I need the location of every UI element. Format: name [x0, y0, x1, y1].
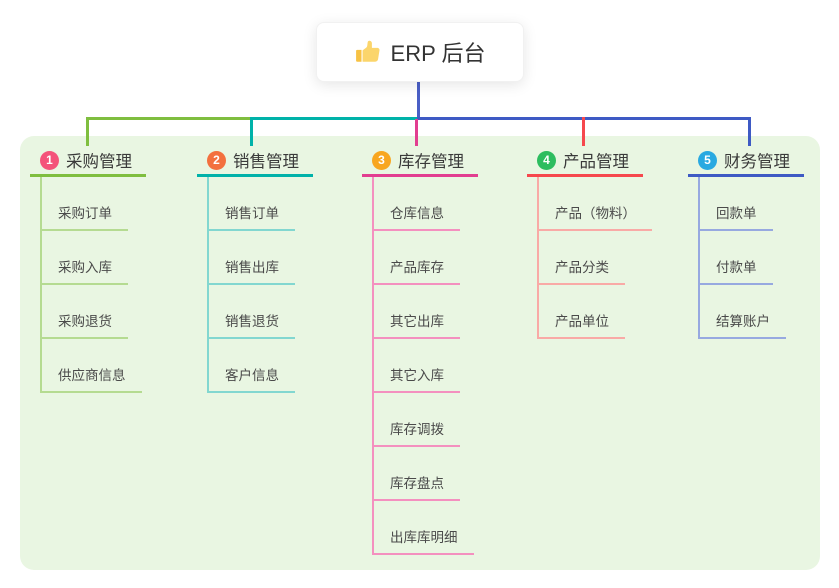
branch-children: 仓库信息 产品库存 其它出库 其它入库 库存调拨 库存盘点 出库库明细: [362, 177, 478, 555]
branch-node-purchase[interactable]: 1 采购管理: [30, 146, 146, 177]
branch-child-connector: [372, 177, 374, 555]
child-node-supplier-info[interactable]: 供应商信息: [30, 339, 146, 393]
child-node-product-unit[interactable]: 产品单位: [527, 285, 643, 339]
child-node-payment-bill[interactable]: 付款单: [688, 231, 804, 285]
child-node-product-category[interactable]: 产品分类: [527, 231, 643, 285]
child-node-purchase-return[interactable]: 采购退货: [30, 285, 146, 339]
child-node-settlement-account[interactable]: 结算账户: [688, 285, 804, 339]
child-node-warehouse-info[interactable]: 仓库信息: [362, 177, 478, 231]
child-node-other-inbound[interactable]: 其它入库: [362, 339, 478, 393]
branch-child-connector: [40, 177, 42, 393]
connector-branch4-drop: [582, 117, 585, 146]
branch-child-connector: [207, 177, 209, 393]
child-node-outbound-detail[interactable]: 出库库明细: [362, 501, 478, 555]
connector-root-line: [417, 82, 420, 120]
connector-branch5-drop: [748, 117, 751, 146]
branch-label: 库存管理: [398, 153, 464, 171]
connector-branch3-drop: [415, 119, 418, 146]
branch-children: 采购订单 采购入库 采购退货 供应商信息: [30, 177, 146, 393]
child-node-product-material[interactable]: 产品（物料）: [527, 177, 652, 231]
branch-node-finance[interactable]: 5 财务管理: [688, 146, 804, 177]
child-node-purchase-inbound[interactable]: 采购入库: [30, 231, 146, 285]
branch-inventory: 3 库存管理 仓库信息 产品库存 其它出库 其它入库 库存调拨 库存盘点 出库库…: [362, 146, 478, 555]
badge-1: 1: [40, 150, 59, 170]
branch-children: 销售订单 销售出库 销售退货 客户信息: [197, 177, 313, 393]
root-node-label: ERP 后台: [390, 41, 486, 66]
branch-child-connector: [537, 177, 539, 339]
child-node-product-stock[interactable]: 产品库存: [362, 231, 478, 285]
connector-branch2-drop: [250, 117, 253, 146]
branch-product: 4 产品管理 产品（物料） 产品分类 产品单位: [527, 146, 652, 339]
branch-purchase: 1 采购管理 采购订单 采购入库 采购退货 供应商信息: [30, 146, 146, 393]
branch-child-connector: [698, 177, 700, 339]
badge-4: 4: [537, 150, 556, 170]
child-node-receipt-bill[interactable]: 回款单: [688, 177, 804, 231]
child-node-customer-info[interactable]: 客户信息: [197, 339, 313, 393]
root-node-erp-backend[interactable]: ERP 后台: [316, 22, 524, 82]
branch-label: 产品管理: [563, 153, 629, 171]
connector-branch2-hline: [250, 117, 419, 120]
branch-label: 财务管理: [724, 153, 790, 171]
branches-panel: [20, 136, 820, 570]
child-node-purchase-order[interactable]: 采购订单: [30, 177, 146, 231]
branch-children: 回款单 付款单 结算账户: [688, 177, 804, 339]
branch-node-product[interactable]: 4 产品管理: [527, 146, 643, 177]
connector-branch1-drop: [86, 117, 89, 146]
branch-finance: 5 财务管理 回款单 付款单 结算账户: [688, 146, 804, 339]
child-node-sales-return[interactable]: 销售退货: [197, 285, 313, 339]
badge-2: 2: [207, 150, 226, 170]
branch-node-inventory[interactable]: 3 库存管理: [362, 146, 478, 177]
child-node-sales-outbound[interactable]: 销售出库: [197, 231, 313, 285]
child-node-stock-take[interactable]: 库存盘点: [362, 447, 478, 501]
thumbs-up-icon: [355, 39, 381, 65]
branch-children: 产品（物料） 产品分类 产品单位: [527, 177, 652, 339]
branch-label: 销售管理: [233, 153, 299, 171]
child-node-stock-transfer[interactable]: 库存调拨: [362, 393, 478, 447]
badge-5: 5: [698, 150, 717, 170]
child-node-other-outbound[interactable]: 其它出库: [362, 285, 478, 339]
child-node-sales-order[interactable]: 销售订单: [197, 177, 313, 231]
branch-sales: 2 销售管理 销售订单 销售出库 销售退货 客户信息: [197, 146, 313, 393]
badge-3: 3: [372, 150, 391, 170]
branch-node-sales[interactable]: 2 销售管理: [197, 146, 313, 177]
branch-label: 采购管理: [66, 153, 132, 171]
